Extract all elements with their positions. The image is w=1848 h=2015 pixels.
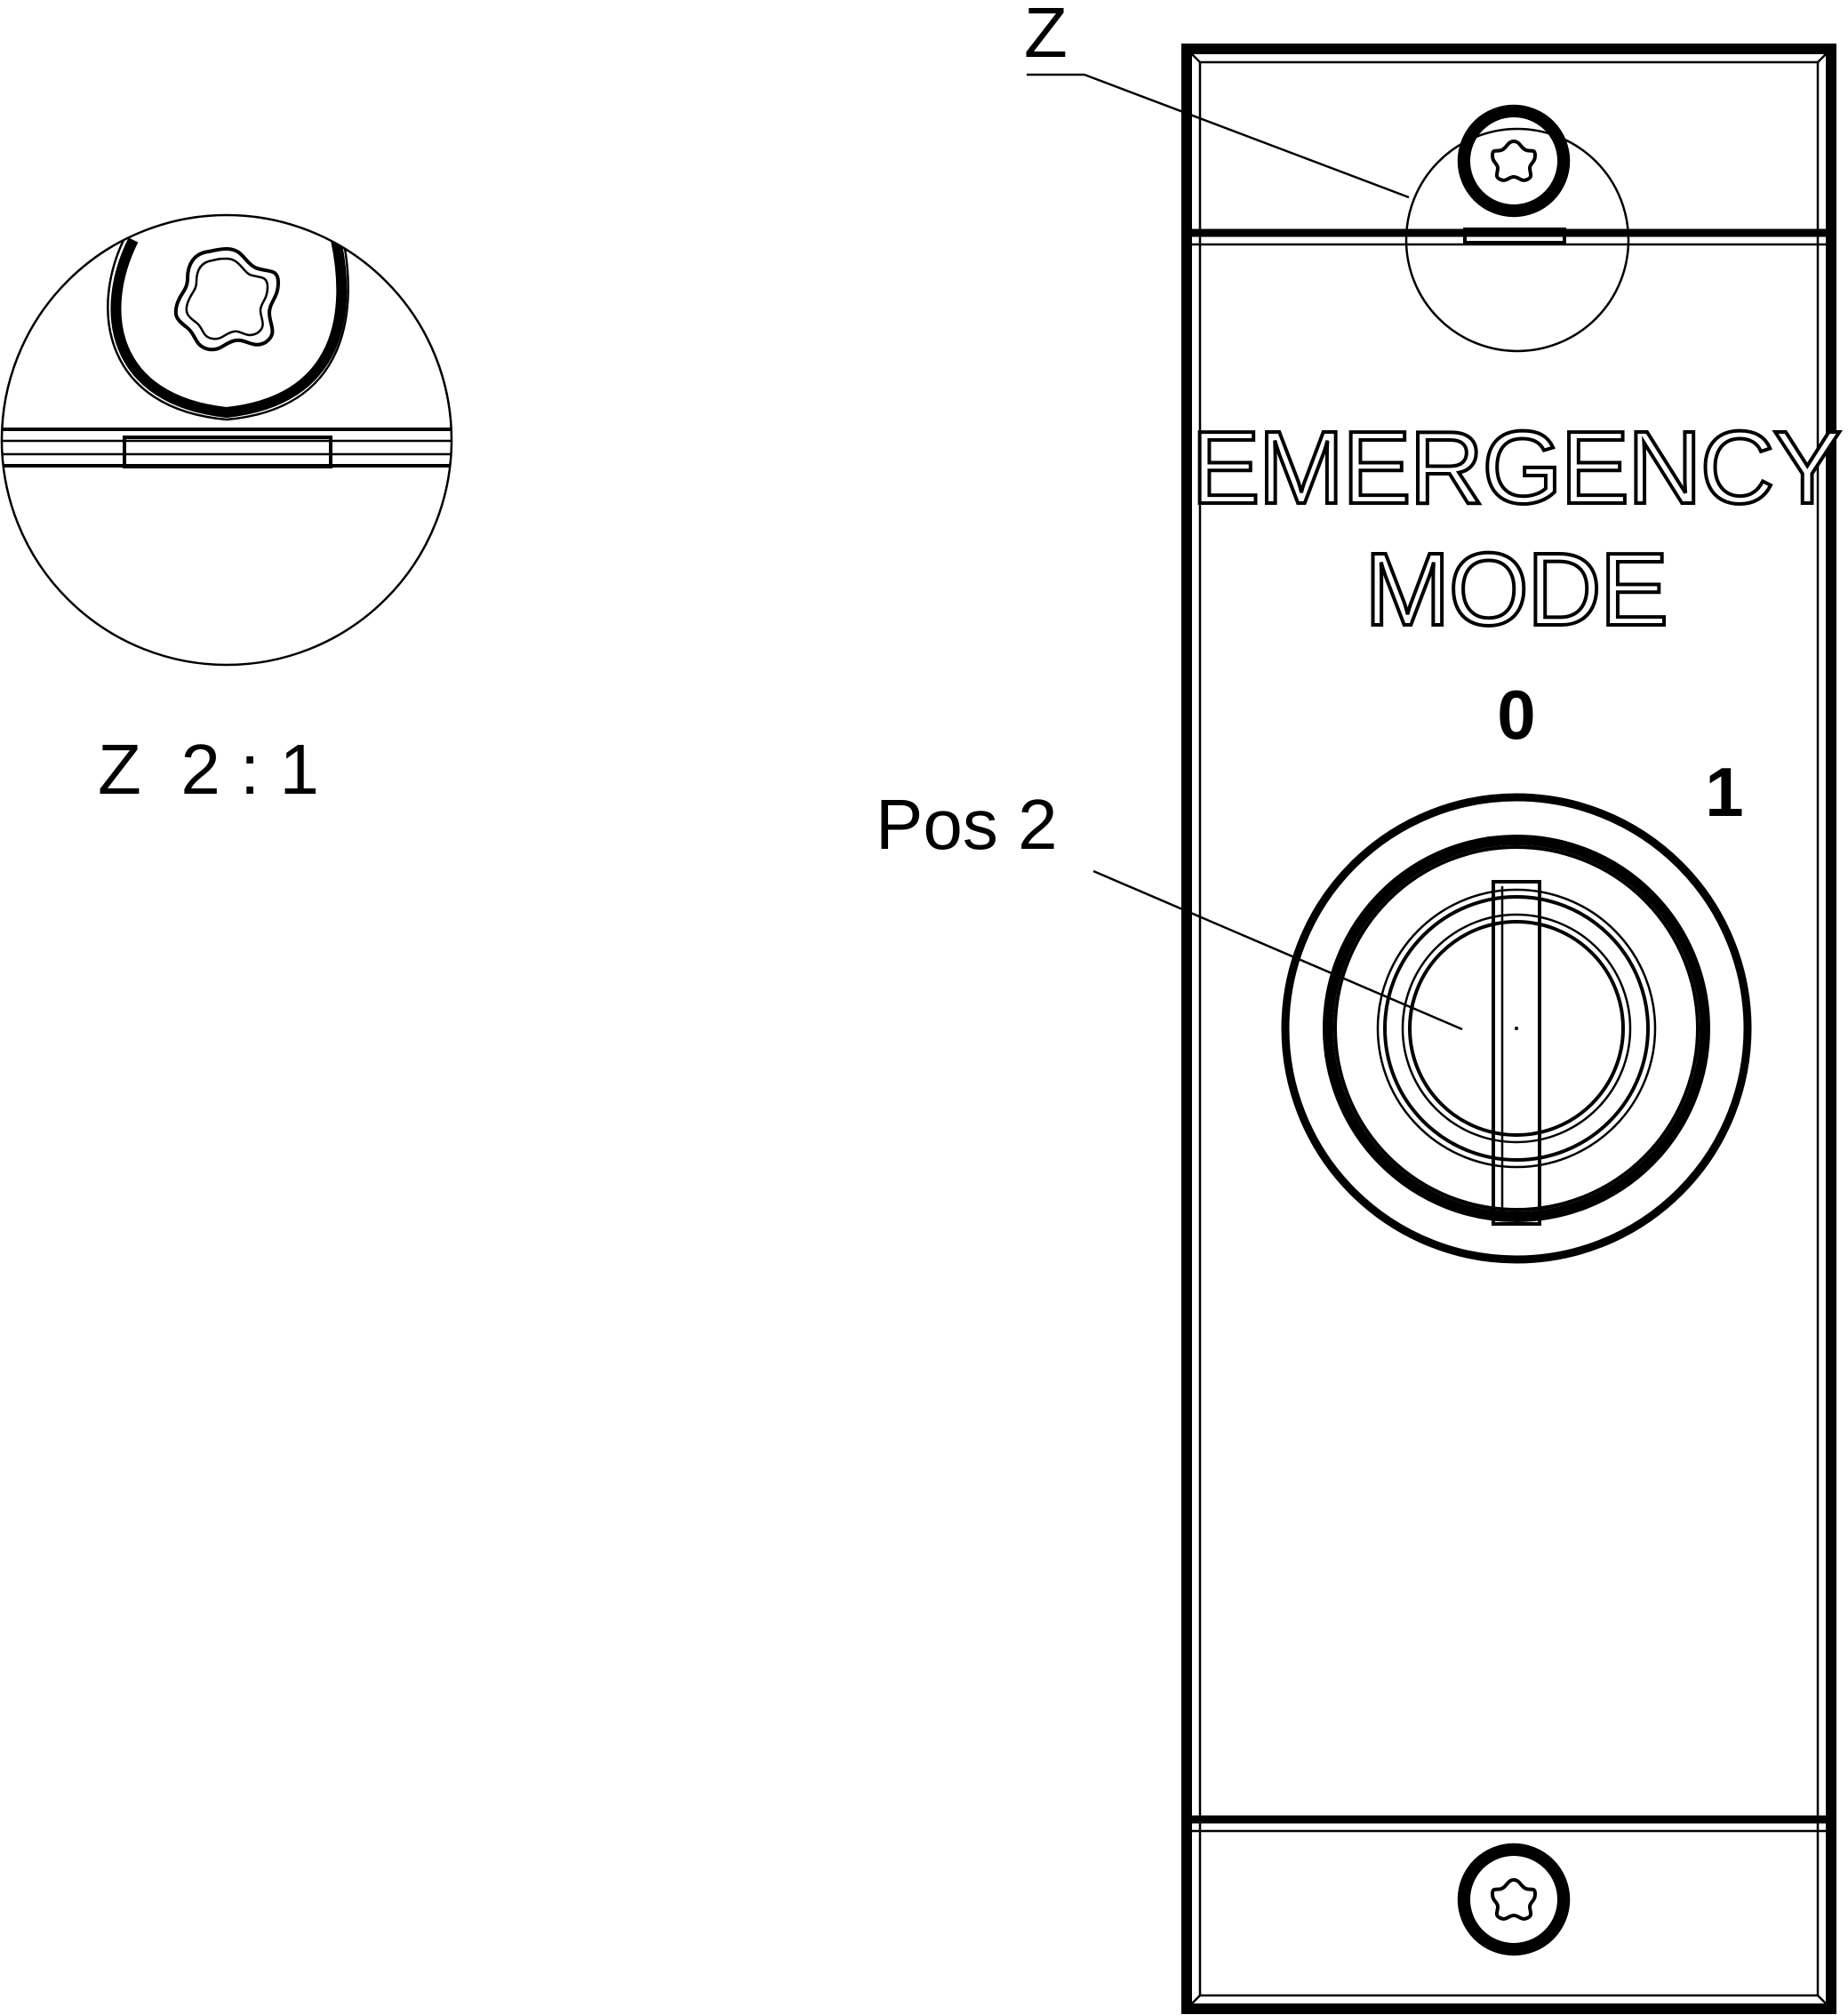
detail-caption: Z 2 : 1 bbox=[98, 730, 319, 809]
callout-z: Z bbox=[1024, 0, 1630, 353]
callout-z-letter: Z bbox=[1024, 0, 1068, 72]
switch-bezel-inner bbox=[1323, 835, 1710, 1222]
torx-socket-detail bbox=[173, 246, 281, 352]
torx-screw-icon-bottom bbox=[1457, 1843, 1571, 1956]
switch-bezel-outer bbox=[1281, 793, 1752, 1264]
switch-position-1: 1 bbox=[1705, 753, 1743, 831]
torx-screw-icon bbox=[1457, 104, 1571, 218]
panel-title-line2: MODE bbox=[1364, 532, 1667, 647]
control-panel: EMERGENCY MODE 0 1 bbox=[1181, 44, 1844, 2014]
callout-pos-2: Pos 2 bbox=[876, 785, 1463, 1031]
switch-position-0: 0 bbox=[1497, 676, 1535, 754]
detail-view-z: Z 2 : 1 bbox=[0, 213, 453, 809]
key-slot-bar[interactable] bbox=[1492, 880, 1541, 1226]
detail-marker-circle bbox=[1404, 127, 1630, 353]
callout-pos-2-label: Pos 2 bbox=[876, 785, 1058, 864]
key-switch-icon[interactable] bbox=[1281, 793, 1752, 1264]
panel-title-line1: EMERGENCY bbox=[1191, 410, 1840, 525]
